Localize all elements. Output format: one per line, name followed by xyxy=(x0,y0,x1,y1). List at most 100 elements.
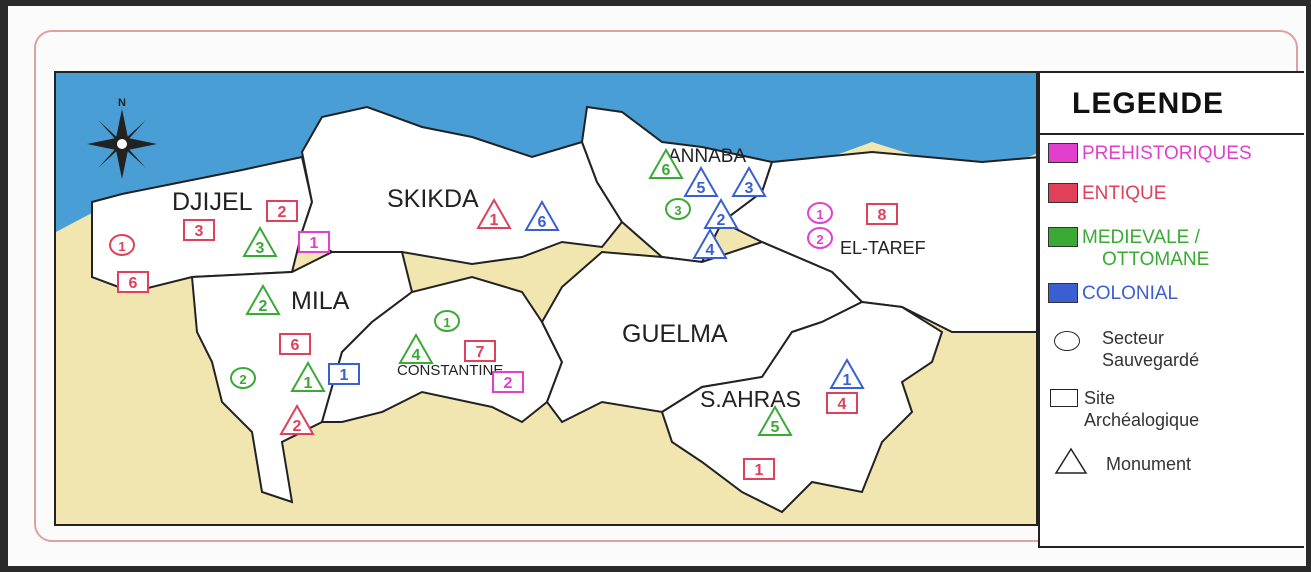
marker-djijel-tri-3: 3 xyxy=(242,225,278,257)
legend-divider xyxy=(1040,133,1304,135)
legend-swatch-entique xyxy=(1048,183,1078,203)
marker-number: 5 xyxy=(771,419,780,436)
marker-number: 3 xyxy=(195,223,204,240)
marker-shape xyxy=(279,333,311,355)
marker-djijel-rect-1: 1 xyxy=(298,231,330,253)
marker-const-rect-7: 7 xyxy=(464,340,496,362)
marker-shape xyxy=(266,200,298,222)
legend-rect-icon xyxy=(1050,389,1078,407)
marker-shape xyxy=(290,360,326,392)
legend-swatch-medievale xyxy=(1048,227,1078,247)
marker-number: 3 xyxy=(745,180,754,197)
region-label-constantine: CONSTANTINE xyxy=(397,362,503,379)
marker-taref-circle-2: 2 xyxy=(807,227,833,249)
marker-number: 7 xyxy=(476,344,485,361)
marker-number: 1 xyxy=(816,207,823,222)
marker-number: 1 xyxy=(340,367,349,384)
marker-ahras-tri-1: 1 xyxy=(829,357,865,389)
marker-djijel-rect-6: 6 xyxy=(117,271,149,293)
marker-number: 2 xyxy=(504,375,513,392)
marker-annaba-tri-6: 6 xyxy=(648,147,684,179)
marker-number: 4 xyxy=(412,347,421,364)
marker-shape xyxy=(279,403,315,435)
marker-shape xyxy=(109,234,135,256)
marker-shape xyxy=(731,165,767,197)
marker-number: 1 xyxy=(443,315,450,330)
marker-number: 3 xyxy=(256,240,265,257)
marker-number: 8 xyxy=(878,207,887,224)
marker-number: 6 xyxy=(538,214,547,231)
compass-north-label: N xyxy=(118,97,126,109)
region-label-skikda: SKIKDA xyxy=(387,185,479,213)
marker-annaba-tri-4: 4 xyxy=(692,227,728,259)
marker-shape xyxy=(807,227,833,249)
legend-label-entique: ENTIQUE xyxy=(1082,183,1167,204)
marker-shape xyxy=(703,197,739,229)
marker-taref-rect-8: 8 xyxy=(866,203,898,225)
marker-mila-rect-1: 1 xyxy=(328,363,360,385)
marker-shape xyxy=(298,231,330,253)
legend-circle-icon xyxy=(1054,331,1080,351)
legend-swatch-prehistoriques xyxy=(1048,143,1078,163)
marker-shape xyxy=(117,271,149,293)
marker-shape xyxy=(743,458,775,480)
compass-rose-icon: N xyxy=(87,97,157,179)
legend-label-sauvegarde: Sauvegardé xyxy=(1102,350,1200,370)
marker-ahras-rect-4: 4 xyxy=(826,392,858,414)
marker-number: 2 xyxy=(816,232,823,247)
marker-const-rect-2: 2 xyxy=(492,371,524,393)
marker-const-tri-4: 4 xyxy=(398,332,434,364)
marker-annaba-circle-3: 3 xyxy=(665,198,691,220)
legend-label-ottomane: OTTOMANE xyxy=(1102,249,1210,270)
marker-number: 6 xyxy=(291,337,300,354)
region-label-djijel: DJIJEL xyxy=(172,188,253,216)
legend-title: LEGENDE xyxy=(1072,87,1225,120)
map-panel: N DJIJEL SKIKDA ANNABA EL-TAREF MILA CON… xyxy=(54,71,1038,526)
marker-number: 2 xyxy=(293,418,302,435)
marker-shape xyxy=(434,310,460,332)
marker-number: 2 xyxy=(717,212,726,229)
marker-djijel-circle-1: 1 xyxy=(109,234,135,256)
marker-shape xyxy=(757,404,793,436)
legend-label-site: Site xyxy=(1084,388,1116,408)
marker-number: 6 xyxy=(129,275,138,292)
marker-number: 5 xyxy=(697,180,706,197)
region-label-souk-ahras: S.AHRAS xyxy=(700,386,801,412)
marker-number: 1 xyxy=(310,235,319,252)
marker-shape xyxy=(183,219,215,241)
marker-number: 4 xyxy=(706,242,715,259)
marker-mila-circle-2: 2 xyxy=(230,367,256,389)
marker-number: 1 xyxy=(118,239,125,254)
region-label-guelma: GUELMA xyxy=(622,320,728,348)
marker-shape xyxy=(476,197,512,229)
marker-shape xyxy=(230,367,256,389)
marker-number: 4 xyxy=(838,396,847,413)
marker-mila-rect-6: 6 xyxy=(279,333,311,355)
marker-shape xyxy=(826,392,858,414)
marker-skikda-tri-6: 6 xyxy=(524,199,560,231)
legend-label-monument: Monument xyxy=(1106,454,1192,474)
region-label-annaba: ANNABA xyxy=(668,146,746,167)
marker-shape xyxy=(464,340,496,362)
marker-annaba-tri-5: 5 xyxy=(683,165,719,197)
marker-shape xyxy=(665,198,691,220)
marker-shape xyxy=(524,199,560,231)
marker-annaba-tri-2: 2 xyxy=(703,197,739,229)
marker-shape xyxy=(692,227,728,259)
marker-ahras-tri-5: 5 xyxy=(757,404,793,436)
legend-label-medievale: MEDIEVALE / xyxy=(1082,227,1200,248)
marker-shape xyxy=(807,202,833,224)
legend-label-secteur: Secteur xyxy=(1102,328,1165,348)
marker-ahras-rect-1: 1 xyxy=(743,458,775,480)
marker-mila-tri-2: 2 xyxy=(245,283,281,315)
marker-number: 1 xyxy=(843,372,852,389)
marker-number: 2 xyxy=(259,298,268,315)
marker-annaba-tri-3: 3 xyxy=(731,165,767,197)
map-svg: N DJIJEL SKIKDA ANNABA EL-TAREF MILA CON… xyxy=(56,73,1036,524)
marker-taref-circle-1: 1 xyxy=(807,202,833,224)
region-label-el-taref: EL-TAREF xyxy=(840,238,926,258)
marker-shape xyxy=(683,165,719,197)
marker-shape xyxy=(398,332,434,364)
marker-skikda-tri-1: 1 xyxy=(476,197,512,229)
